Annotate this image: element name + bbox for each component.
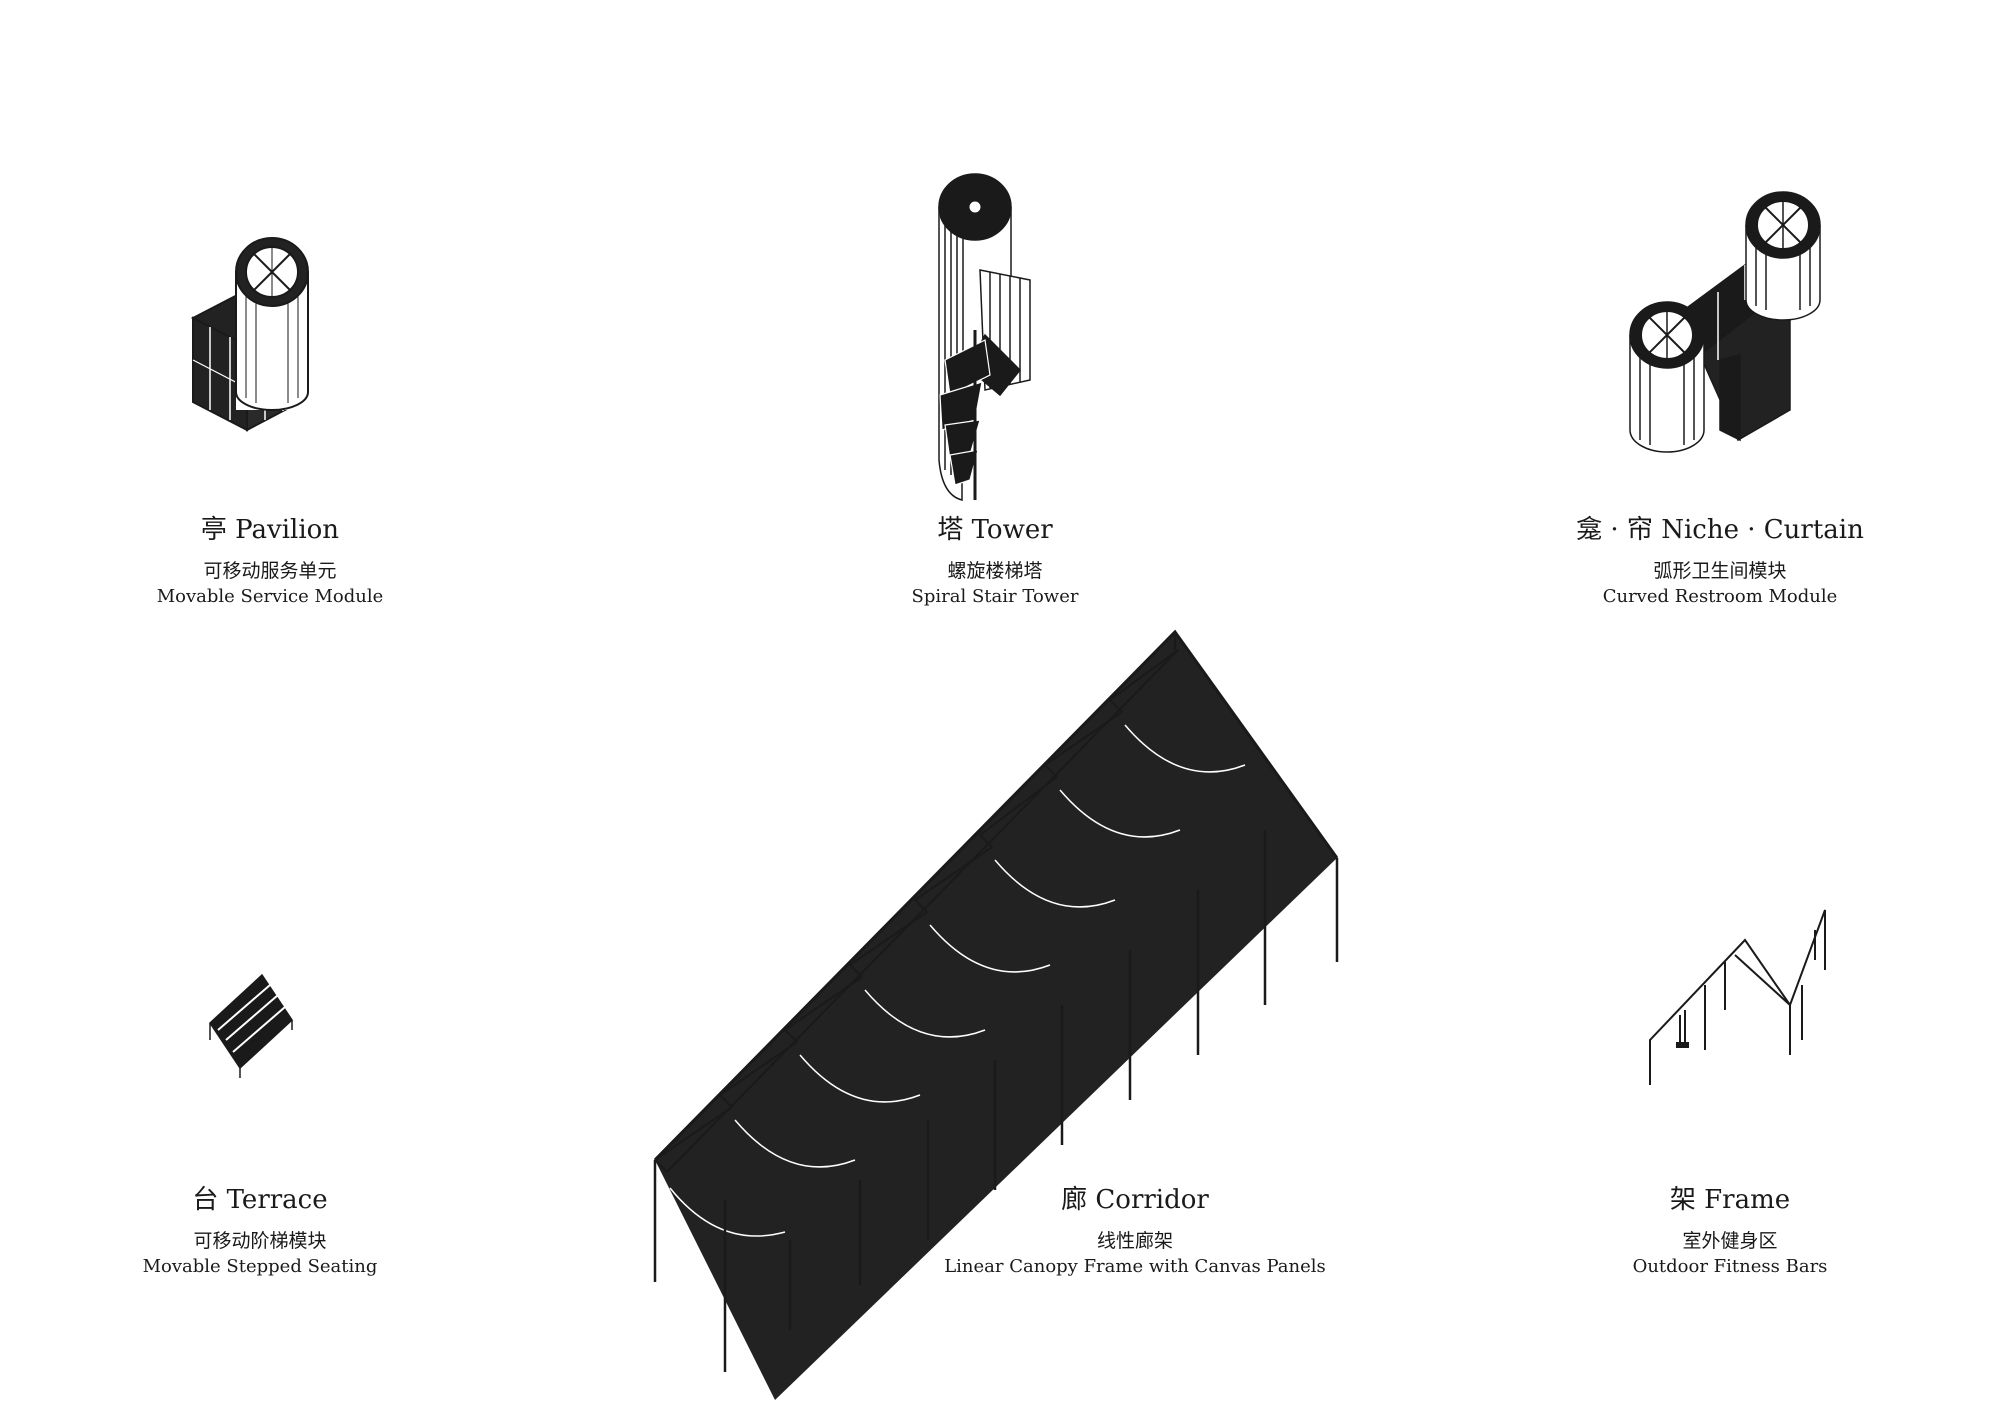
module-subtitle-en: Spiral Stair Tower: [911, 586, 1079, 607]
niche-curtain-drawing: [1629, 191, 1821, 453]
module-title: 龛 · 帘 Niche · Curtain: [1576, 515, 1864, 545]
module-subtitle-en: Movable Stepped Seating: [142, 1256, 378, 1277]
module-title: 亭 Pavilion: [200, 515, 340, 545]
module-subtitle-cn: 可移动服务单元: [203, 560, 337, 582]
module-title: 塔 Tower: [937, 515, 1053, 545]
module-title: 架 Frame: [1669, 1185, 1791, 1215]
module-label-niche-curtain: 龛 · 帘 Niche · Curtain 弧形卫生间模块 Curved Res…: [1460, 513, 1980, 609]
frame-drawing: [1649, 909, 1826, 1085]
module-subtitle-en: Curved Restroom Module: [1602, 586, 1838, 607]
module-label-pavilion: 亭 Pavilion 可移动服务单元 Movable Service Modul…: [10, 513, 530, 609]
module-subtitle-en: Outdoor Fitness Bars: [1632, 1256, 1828, 1277]
module-label-terrace: 台 Terrace 可移动阶梯模块 Movable Stepped Seatin…: [0, 1183, 520, 1279]
terrace-drawing: [209, 973, 293, 1078]
pavilion-drawing: [190, 237, 309, 432]
module-label-frame: 架 Frame 室外健身区 Outdoor Fitness Bars: [1470, 1183, 1990, 1279]
module-label-corridor: 廊 Corridor 线性廊架 Linear Canopy Frame with…: [875, 1183, 1395, 1279]
module-subtitle-cn: 室外健身区: [1682, 1230, 1778, 1252]
module-subtitle-cn: 弧形卫生间模块: [1653, 560, 1787, 582]
module-subtitle-cn: 螺旋楼梯塔: [947, 560, 1043, 582]
module-label-tower: 塔 Tower 螺旋楼梯塔 Spiral Stair Tower: [735, 513, 1255, 609]
corridor-drawing: [653, 629, 1339, 1400]
module-title: 台 Terrace: [192, 1185, 328, 1215]
tower-drawing: [938, 173, 1031, 501]
module-subtitle-cn: 可移动阶梯模块: [193, 1230, 327, 1252]
module-subtitle-cn: 线性廊架: [1096, 1230, 1173, 1252]
module-subtitle-en: Linear Canopy Frame with Canvas Panels: [944, 1256, 1326, 1277]
module-title: 廊 Corridor: [1061, 1185, 1209, 1215]
module-subtitle-en: Movable Service Module: [156, 586, 384, 607]
